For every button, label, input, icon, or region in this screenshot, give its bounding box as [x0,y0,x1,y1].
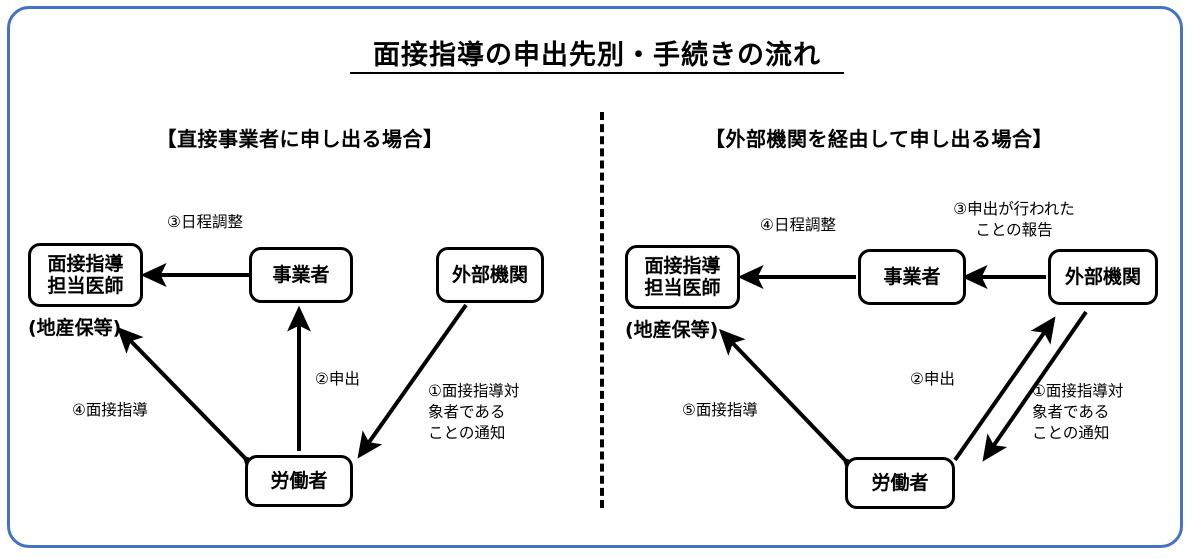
title-underline [350,72,844,74]
edge-label-application-left: ②申出 [315,370,360,388]
page-title: 面接指導の申出先別・手続きの流れ [373,40,821,71]
node-doctor-caption-left: (地産保等) [28,317,122,339]
edge-label-notice-right: ①面接指導対 象者である ことの通知 [1032,382,1124,442]
node-employer-right[interactable]: 事業者 [858,249,966,305]
node-worker-right[interactable]: 労働者 [845,457,955,509]
node-doctor-right[interactable]: 面接指導 担当医師 [625,245,740,309]
edge-label-interview-right: ⑤面接指導 [682,401,758,419]
edge-label-schedule-right: ④日程調整 [760,216,836,234]
edge-label-interview-left: ④面接指導 [72,401,148,419]
edge-label-schedule-left: ③日程調整 [167,213,243,231]
node-external-right[interactable]: 外部機関 [1048,249,1158,305]
edge-label-notice-left: ①面接指導対 象者である ことの通知 [428,382,520,442]
node-doctor-caption-right: (地産保等) [625,319,719,341]
section-header-left: 【直接事業者に申し出る場合】 [156,127,444,151]
node-doctor-left[interactable]: 面接指導 担当医師 [28,243,143,307]
section-header-right: 【外部機関を経由して申し出る場合】 [705,127,1053,151]
edge-label-application-right: ②申出 [910,370,955,388]
node-worker-left[interactable]: 労働者 [245,455,353,507]
section-divider [600,112,604,508]
node-employer-left[interactable]: 事業者 [249,247,353,303]
edge-label-report-right: ③申出が行われた ことの報告 [953,200,1075,239]
node-external-left[interactable]: 外部機関 [436,247,544,303]
outer-frame [7,6,1183,548]
